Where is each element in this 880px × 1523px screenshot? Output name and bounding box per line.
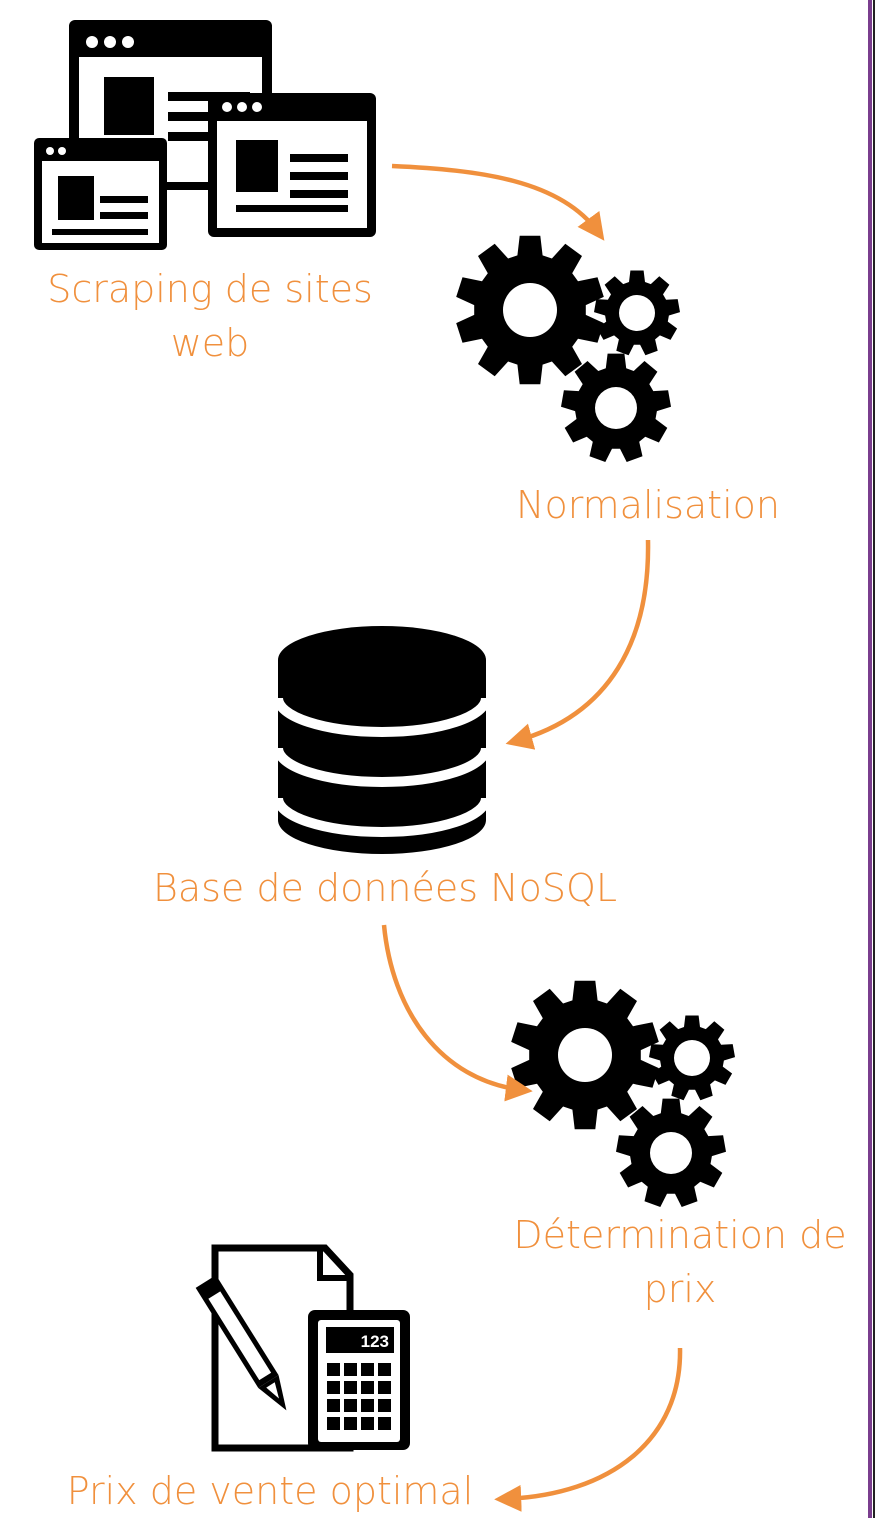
calculator-key bbox=[327, 1381, 340, 1394]
calculator-key bbox=[361, 1363, 374, 1376]
document-calculator-icon: 123 bbox=[195, 1244, 410, 1452]
calculator-key bbox=[378, 1417, 391, 1430]
arrow-pricing-to-output bbox=[494, 1347, 683, 1512]
calculator-key bbox=[361, 1399, 374, 1412]
database-icon bbox=[273, 626, 491, 854]
calculator-key bbox=[344, 1363, 357, 1376]
browser-windows-icon bbox=[34, 20, 376, 250]
calculator-key bbox=[327, 1417, 340, 1430]
step-label-database: Base de données NoSQL bbox=[152, 866, 618, 910]
calculator-key bbox=[361, 1381, 374, 1394]
step-label-normalisation: Normalisation bbox=[516, 483, 780, 527]
step-label-scraping: Scraping de sites web bbox=[47, 267, 373, 365]
step-label-pricing: Détermination de prix bbox=[513, 1213, 847, 1311]
calculator-key bbox=[378, 1381, 391, 1394]
step-label-output: Prix de vente optimal bbox=[66, 1469, 474, 1513]
gears-icon bbox=[511, 980, 735, 1207]
calculator-key bbox=[378, 1363, 391, 1376]
calculator-key bbox=[327, 1363, 340, 1376]
calculator-key bbox=[344, 1417, 357, 1430]
calculator-display: 123 bbox=[361, 1332, 389, 1351]
page-side-border-edge bbox=[873, 0, 875, 1518]
page-side-border bbox=[868, 0, 872, 1518]
arrow-normalisation-to-database bbox=[505, 539, 651, 750]
arrow-scraping-to-normalisation bbox=[391, 163, 605, 241]
calculator-key bbox=[344, 1381, 357, 1394]
calculator-key bbox=[327, 1399, 340, 1412]
calculator-key bbox=[361, 1417, 374, 1430]
arrow-database-to-pricing bbox=[381, 924, 533, 1102]
calculator-key bbox=[378, 1399, 391, 1412]
calculator-key bbox=[344, 1399, 357, 1412]
gears-icon bbox=[456, 235, 680, 462]
